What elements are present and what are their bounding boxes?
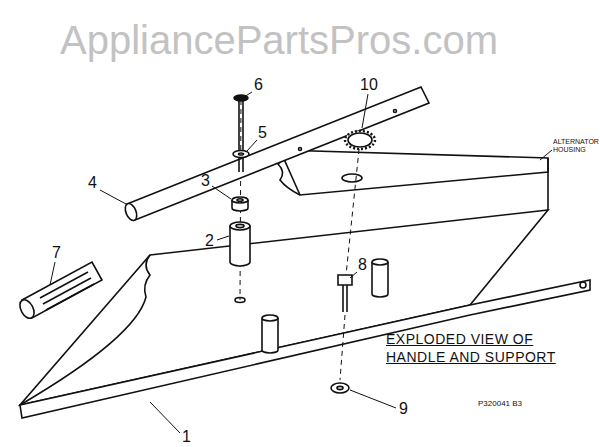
cut-edge (20, 255, 150, 405)
callout-number: 10 (360, 76, 378, 94)
star-washer (345, 131, 375, 149)
bolt (234, 95, 248, 172)
handle-tube (123, 87, 429, 222)
callout-number: 3 (201, 172, 210, 190)
callout-number: 7 (52, 244, 61, 262)
part-name: ALTERNATOR HOUSING (553, 138, 597, 153)
spacer (230, 222, 250, 266)
callout-number: 5 (258, 124, 267, 142)
callout-number: 6 (254, 76, 263, 94)
callout-number: 2 (205, 232, 214, 250)
assembly-line (340, 315, 345, 380)
callout-number: 4 (88, 174, 97, 192)
washer (331, 383, 349, 393)
assembly-line (345, 140, 360, 285)
housing-end (547, 158, 549, 210)
drawing-code: P320041 B3 (478, 400, 522, 409)
callout-number: 9 (399, 400, 408, 418)
watermark: AppliancePartsPros.com (60, 18, 498, 62)
standoff (262, 315, 278, 353)
nut (232, 197, 248, 211)
housing-flange (20, 280, 590, 418)
mounting-hole (580, 282, 586, 288)
washer (233, 151, 249, 158)
housing-top-flange (280, 150, 548, 195)
floor-hole (235, 298, 245, 303)
standoff (372, 259, 388, 297)
diagram-title: EXPLODED VIEW OF HANDLE AND SUPPORT (386, 330, 576, 366)
handle-grip (17, 262, 102, 321)
callout-number: 1 (182, 428, 191, 446)
bolt (338, 275, 352, 312)
flange-hole (342, 174, 362, 182)
leader-lines (50, 92, 552, 433)
callout-number: 8 (358, 256, 367, 274)
